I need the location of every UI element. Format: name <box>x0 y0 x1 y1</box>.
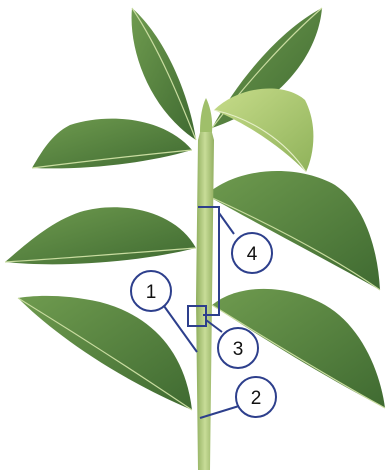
callout-2 <box>200 377 276 418</box>
callout-1-label: 1 <box>146 282 157 303</box>
leaf-top-left <box>132 8 196 140</box>
apical-bud <box>200 98 212 132</box>
leaf-upper-left <box>32 119 192 169</box>
callout-4-label: 4 <box>247 244 258 265</box>
callout-3-label: 3 <box>233 339 244 360</box>
callout-2-label: 2 <box>251 388 262 409</box>
